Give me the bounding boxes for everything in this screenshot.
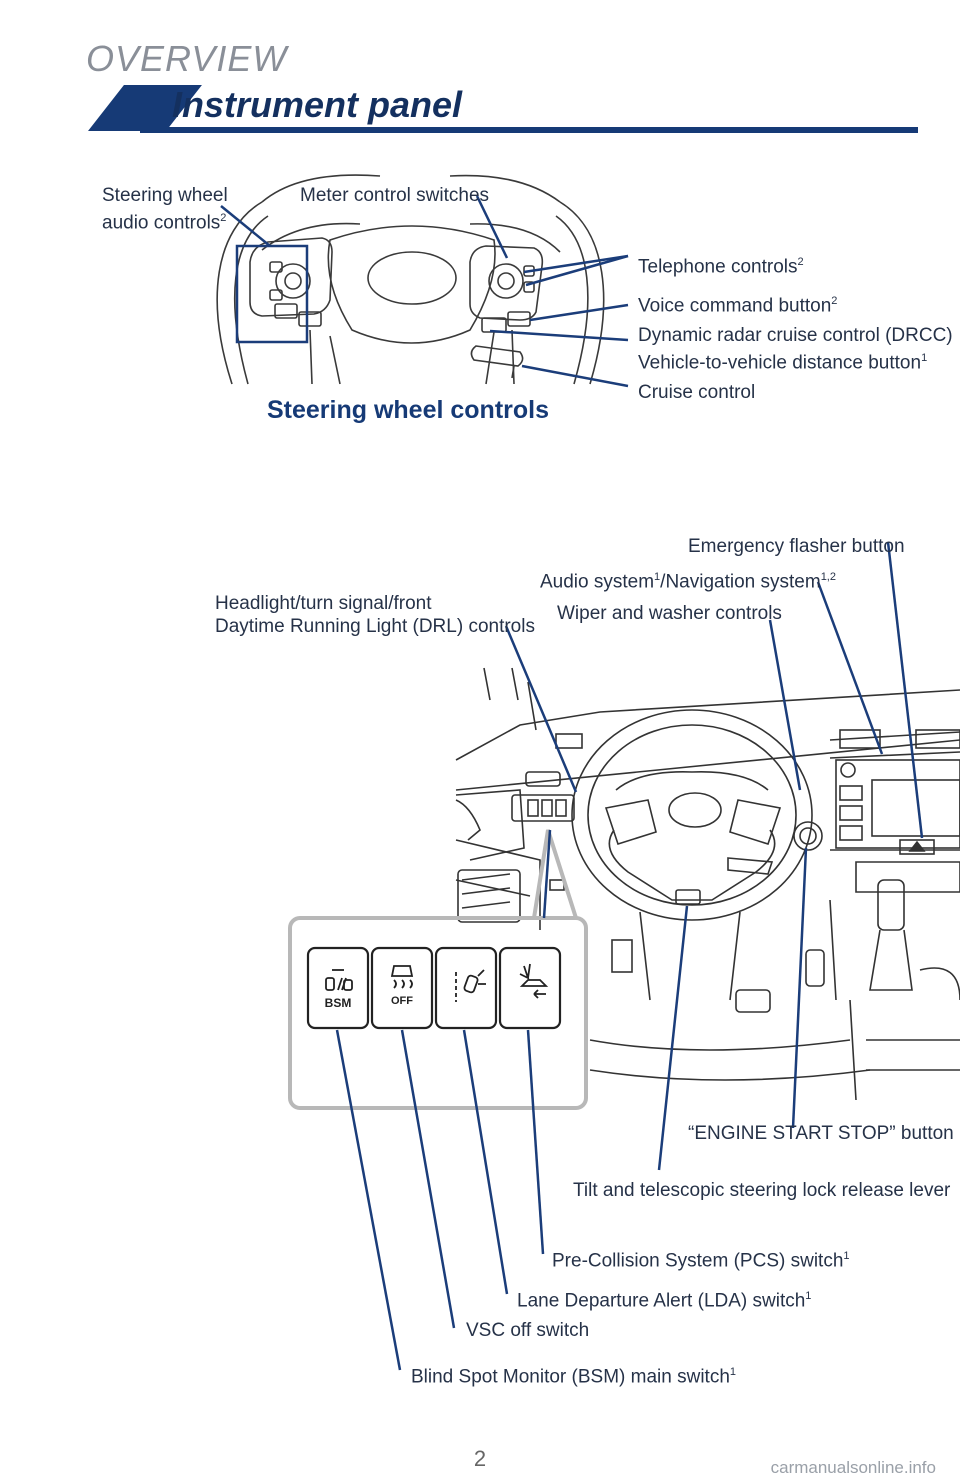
label-audio-navigation: Audio system1/Navigation system1,2 bbox=[540, 571, 836, 593]
lda-switch-body bbox=[434, 946, 498, 1030]
steering-wheel-controls-heading: Steering wheel controls bbox=[267, 396, 550, 424]
label-telephone-controls: Telephone controls2 bbox=[638, 256, 804, 278]
bsm-switch-text: BSM bbox=[325, 996, 352, 1010]
page-number: 2 bbox=[473, 1446, 487, 1471]
page-title: Instrument panel bbox=[172, 84, 463, 125]
vsc-switch-text: OFF bbox=[391, 995, 413, 1007]
dashboard-drawing bbox=[455, 667, 960, 1101]
dashboard-leader-lines bbox=[335, 541, 924, 1371]
label-tilt-telescopic: Tilt and telescopic steering lock releas… bbox=[573, 1180, 951, 1201]
label-emergency-flasher: Emergency flasher button bbox=[688, 536, 905, 557]
label-lda-switch: Lane Departure Alert (LDA) switch1 bbox=[517, 1290, 812, 1312]
label-audio-controls: Steering wheel audio controls2 bbox=[102, 185, 228, 234]
label-pcs-switch: Pre-Collision System (PCS) switch1 bbox=[552, 1250, 850, 1272]
label-bsm-switch: Blind Spot Monitor (BSM) main switch1 bbox=[411, 1366, 737, 1388]
label-cruise-control: Cruise control bbox=[638, 382, 756, 403]
watermark: carmanualsonline.info bbox=[770, 1458, 936, 1477]
label-vsc-off-switch: VSC off switch bbox=[466, 1320, 590, 1341]
steering-wheel-drawing bbox=[216, 174, 605, 385]
title-underline bbox=[140, 127, 918, 133]
section-heading: OVERVIEW bbox=[86, 38, 288, 79]
audio-controls-highlight bbox=[235, 244, 309, 344]
label-wiper-washer: Wiper and washer controls bbox=[557, 603, 782, 624]
label-meter-control-switches: Meter control switches bbox=[300, 185, 490, 206]
label-headlight-controls: Headlight/turn signal/front Daytime Runn… bbox=[215, 593, 535, 637]
switch-callout bbox=[288, 829, 588, 1110]
steering-leader-lines bbox=[220, 195, 629, 388]
pcs-switch-body bbox=[498, 946, 562, 1030]
label-voice-command-button: Voice command button2 bbox=[638, 295, 838, 317]
label-engine-start-stop: “ENGINE START STOP” button bbox=[688, 1123, 954, 1144]
label-drcc: Dynamic radar cruise control (DRCC) Vehi… bbox=[638, 325, 953, 374]
switch-buttons bbox=[306, 946, 562, 1030]
